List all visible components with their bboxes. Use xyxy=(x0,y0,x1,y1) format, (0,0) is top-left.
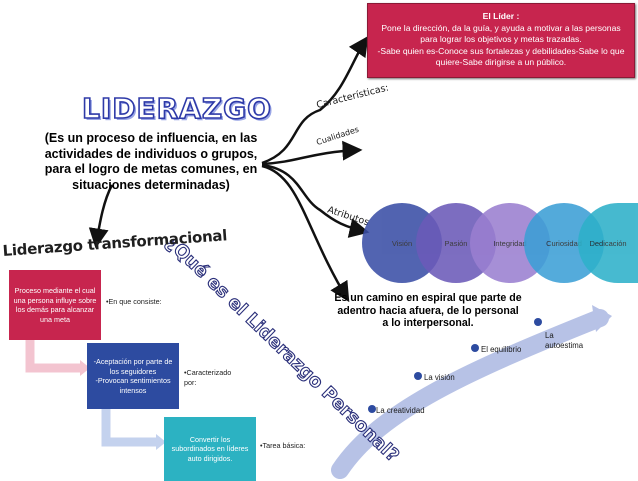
branch-personal-line xyxy=(261,164,350,303)
step-label-balance: El equilibrio xyxy=(481,345,522,354)
definition-line-1: (Es un proceso de influencia, en las xyxy=(44,131,258,145)
branch-transformational-line xyxy=(88,184,114,249)
definition-line-2: actividades de individuos o grupos, xyxy=(44,146,258,161)
branch-qualities-line xyxy=(261,140,363,166)
step-label-self-esteem: La autoestima xyxy=(545,331,584,350)
transformational-box-characteristics: -Aceptación por parte de los seguidores … xyxy=(87,343,179,409)
definition-text: (Es un proceso de influencia, en las act… xyxy=(40,131,262,193)
transformational-characteristic-2: -Provocan sentimientos intensos xyxy=(95,376,171,395)
definition-line-3: para el logro de metas comunes, en xyxy=(44,162,258,176)
transformational-task-text: Convertir los subordinados en líderes au… xyxy=(171,434,249,463)
leader-box: El Líder : Pone la dirección, da la guía… xyxy=(367,3,635,78)
step-dot-1 xyxy=(368,405,376,413)
attribute-label-passion: Pasión xyxy=(444,238,468,248)
definition-line-4: situaciones determinadas) xyxy=(72,177,230,192)
leader-description-1: Pone la dirección, da la guía, y ayuda a… xyxy=(381,23,621,44)
branch-characteristics-line xyxy=(261,35,369,165)
attribute-label-dedication: Dedicación xyxy=(589,238,627,248)
step-dot-4 xyxy=(534,318,542,326)
bullet-basic-task: •Tarea básica: xyxy=(260,441,306,450)
attribute-label-curiosity: Curiosidad xyxy=(546,238,582,248)
step-dot-3 xyxy=(471,344,479,352)
attribute-circle-dedication: Dedicación xyxy=(578,203,638,283)
transformational-box-task: Convertir los subordinados en líderes au… xyxy=(164,417,256,481)
step-dot-2 xyxy=(414,372,422,380)
page-title: LIDERAZGO xyxy=(81,91,272,126)
leader-description-2: -Sabe quien es-Conoce sus fortalezas y d… xyxy=(377,46,625,67)
transformational-box-definition-text: Proceso mediante el cual una persona inf… xyxy=(13,286,97,324)
transformational-box-definition: Proceso mediante el cual una persona inf… xyxy=(9,270,101,340)
personal-leadership-answer: Es un camino en espiral que parte de ade… xyxy=(334,292,522,329)
attribute-label-vision: Visión xyxy=(391,238,413,248)
transformational-characteristic-1: -Aceptación por parte de los seguidores xyxy=(93,357,173,376)
attribute-label-integrity: Integridad xyxy=(493,238,527,248)
step-label-vision: La visión xyxy=(424,373,455,382)
bullet-consists: •En que consiste: xyxy=(106,297,162,306)
spiral-path xyxy=(331,309,609,479)
bullet-characterized: •Caracterizado por: xyxy=(184,368,232,387)
step-label-creativity: La creatividad xyxy=(376,406,425,415)
branch-attributes-line xyxy=(261,163,370,238)
leader-heading: El Líder : xyxy=(482,11,520,21)
